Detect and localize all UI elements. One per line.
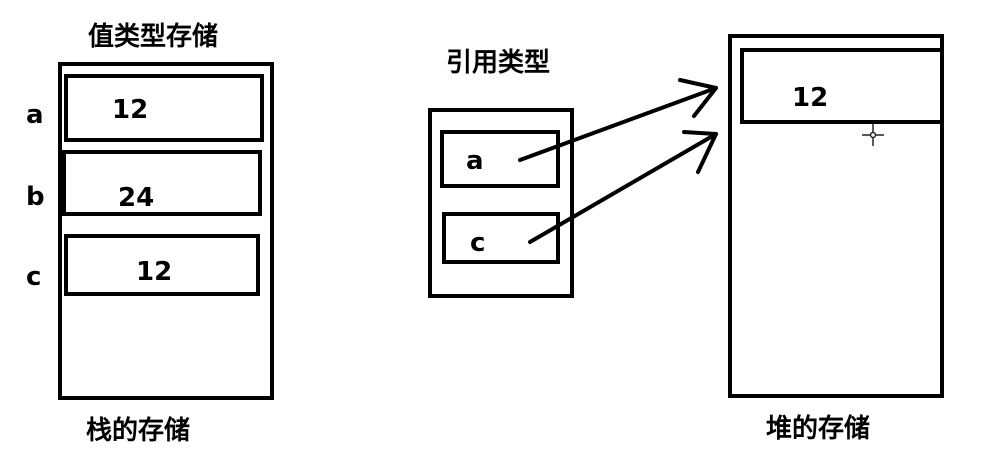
stack-caption: 栈的存储 bbox=[86, 416, 191, 446]
reference-cell-a: a bbox=[440, 130, 560, 188]
stack-cell-c-value: 12 bbox=[136, 257, 173, 287]
arrow-c-head bbox=[682, 130, 718, 174]
reference-type-title: 引用类型 bbox=[446, 48, 551, 78]
stack-cell-c: 12 bbox=[64, 234, 260, 296]
value-type-title: 值类型存储 bbox=[88, 22, 219, 52]
arrow-a-to-heap bbox=[518, 86, 718, 162]
crosshair-cursor-icon bbox=[862, 124, 884, 146]
stack-cell-b: 24 bbox=[62, 150, 262, 216]
reference-cell-c-label: c bbox=[470, 228, 486, 258]
arrow-c-to-heap bbox=[528, 132, 718, 244]
stack-label-a: a bbox=[26, 100, 44, 130]
stack-cell-a: 12 bbox=[64, 74, 264, 142]
stack-cell-a-value: 12 bbox=[112, 95, 149, 125]
stack-cell-b-value: 24 bbox=[118, 183, 155, 213]
heap-caption: 堆的存储 bbox=[766, 414, 871, 444]
stack-label-c: c bbox=[26, 262, 42, 292]
heap-cell: 12 bbox=[740, 48, 944, 124]
arrow-a-head bbox=[678, 78, 718, 118]
stack-label-b: b bbox=[26, 182, 45, 212]
reference-cell-c: c bbox=[442, 212, 560, 264]
heap-cell-value: 12 bbox=[792, 83, 829, 113]
reference-cell-a-label: a bbox=[466, 146, 484, 176]
